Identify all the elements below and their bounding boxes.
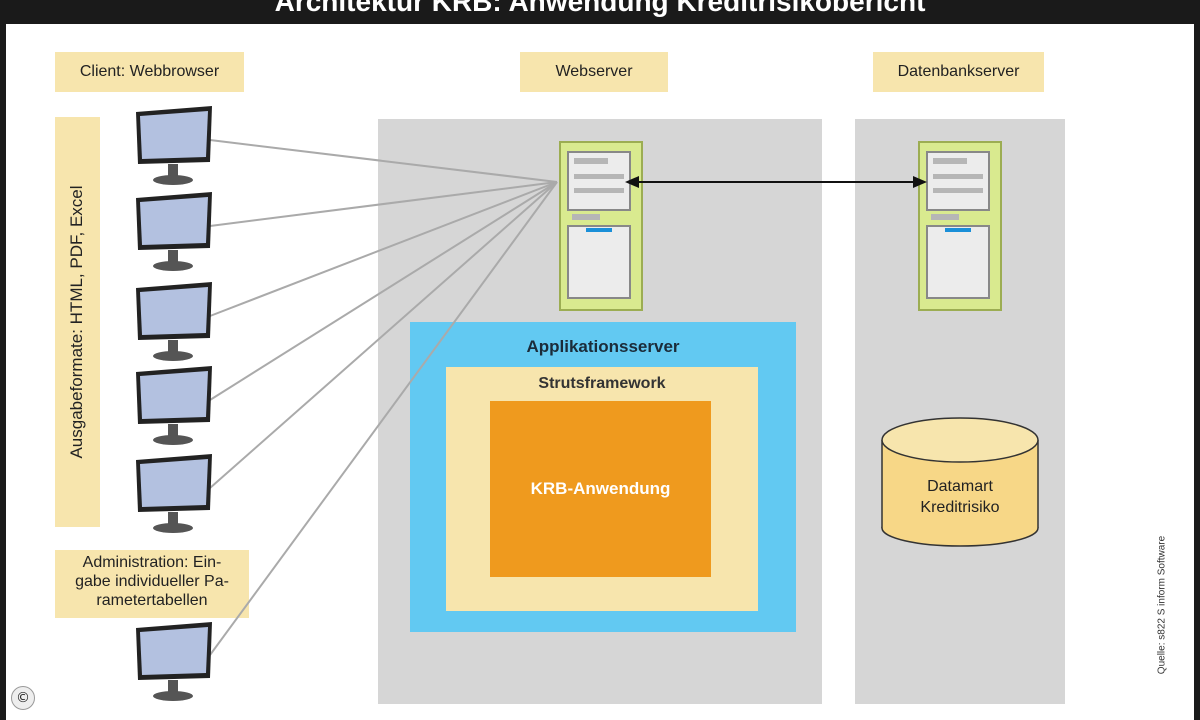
client-label: Client: Webbrowser — [55, 52, 244, 92]
monitor-icon — [136, 366, 212, 445]
strutsframework-title: Strutsframework — [538, 375, 666, 392]
admin-label-line-1: Administration: Ein- — [82, 554, 222, 571]
krb-anwendung-label: KRB-Anwendung — [530, 479, 671, 498]
database-cylinder-icon — [881, 417, 1039, 547]
monitor-icon — [136, 622, 212, 701]
server-tower-icon — [559, 141, 643, 311]
connection-line-client-3 — [209, 181, 558, 317]
admin-label-line-2: gabe individueller Pa- — [75, 573, 229, 590]
connection-line-client-5 — [209, 181, 558, 489]
krb-anwendung-box: KRB-Anwendung — [490, 401, 711, 577]
dbserver-label: Datenbankserver — [873, 52, 1044, 92]
monitor-icon — [136, 454, 212, 533]
monitor-icon — [136, 192, 212, 271]
datamart-label-line-2: Kreditrisiko — [920, 499, 1000, 516]
copyright-icon: © — [11, 686, 35, 710]
server-link-arrow — [625, 176, 927, 188]
frame-right-border — [1194, 24, 1200, 720]
copyright-symbol: © — [16, 690, 30, 706]
datamart-label-line-1: Datamart — [927, 478, 993, 495]
connection-lines — [209, 139, 558, 656]
source-credit: Quelle: s822 S inform Software — [1156, 535, 1168, 675]
monitor-icon — [136, 106, 212, 185]
connection-line-admin — [209, 181, 558, 656]
connection-line-client-1 — [209, 139, 558, 183]
diagram-title: Architektur KRB: Anwendung Kreditrisikob… — [274, 0, 926, 17]
frame-left-border — [0, 24, 6, 720]
webserver-label: Webserver — [520, 52, 668, 92]
monitor-icon — [136, 282, 212, 361]
title-bar: Architektur KRB: Anwendung Kreditrisikob… — [0, 0, 1200, 24]
server-tower-icon — [918, 141, 1002, 311]
output-formats-label-box — [55, 117, 100, 527]
connection-line-client-4 — [209, 181, 558, 401]
connection-line-client-2 — [209, 181, 558, 227]
applikationsserver-title: Applikationsserver — [526, 337, 680, 356]
admin-label-line-3: rametertabellen — [96, 592, 208, 609]
admin-label: Administration: Ein- gabe individueller … — [55, 550, 249, 618]
datamart-label: Datamart Kreditrisiko — [880, 476, 1040, 518]
